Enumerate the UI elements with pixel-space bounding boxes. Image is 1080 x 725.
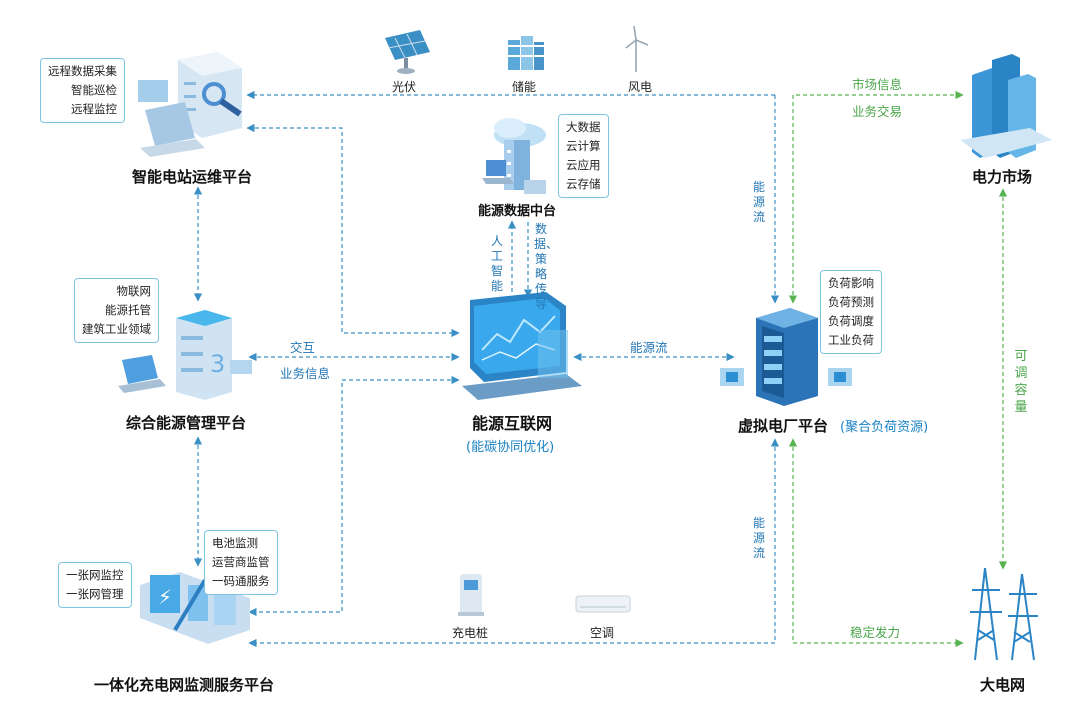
svg-text:⚡: ⚡ xyxy=(158,585,172,609)
svg-text:3: 3 xyxy=(210,350,225,378)
solar-caption: 光伏 xyxy=(392,80,417,94)
grid-title: 大电网 xyxy=(980,676,1026,694)
city-buildings-icon xyxy=(960,54,1052,158)
energy-mgmt-box: 物联网 能源托管 建筑工业领域 xyxy=(74,278,159,343)
line-bottom xyxy=(248,438,780,648)
stable-power-label: 稳定发力 xyxy=(850,625,901,640)
data-center-box: 大数据 云计算 云应用 云存储 xyxy=(558,114,609,198)
energy-internet-icon xyxy=(462,292,582,400)
storage-icon xyxy=(508,36,544,70)
wind-caption: 风电 xyxy=(628,80,653,94)
storage-caption: 储能 xyxy=(512,80,537,94)
business-info-label: 业务信息 xyxy=(280,366,331,381)
energy-internet-subtitle: (能碳协同优化) xyxy=(466,440,555,455)
adjustable-capacity-label: 可调容量 xyxy=(1014,349,1028,415)
vpp-server-icon xyxy=(720,308,852,406)
energy-mgmt-item: 建筑工业领域 xyxy=(82,322,151,336)
energy-mgmt-item: 能源托管 xyxy=(105,303,151,317)
station-ops-box: 远程数据采集 智能巡检 远程监控 xyxy=(40,58,125,123)
data-center-item: 云计算 xyxy=(566,139,601,153)
line-station-internet xyxy=(246,123,460,338)
business-trade-label: 业务交易 xyxy=(852,104,903,119)
data-center-item: 大数据 xyxy=(566,120,601,134)
data-center-item: 云存储 xyxy=(566,177,601,191)
vpp-item: 工业负荷 xyxy=(828,333,874,347)
energy-flow-vertical-bottom: 能源流 xyxy=(752,516,765,560)
charging-pile-icon xyxy=(458,574,484,616)
data-center-icon xyxy=(482,118,546,194)
charging-box: 电池监测 运营商监管 一码通服务 xyxy=(204,530,278,595)
transmission-tower-icon xyxy=(970,567,1038,661)
vpp-subtitle: (聚合负荷资源) xyxy=(840,420,929,435)
energy-internet-title: 能源互联网 xyxy=(472,414,553,433)
data-center-title: 能源数据中台 xyxy=(478,204,557,219)
charging-pile-caption: 充电桩 xyxy=(452,626,489,640)
charging-title: 一体化充电网监测服务平台 xyxy=(94,676,275,694)
energy-mgmt-icon: 3 xyxy=(118,310,252,400)
data-strategy-label: 数据、策略传导 xyxy=(534,222,559,311)
air-conditioner-caption: 空调 xyxy=(590,626,615,640)
vpp-box: 负荷影响 负荷预测 负荷调度 工业负荷 xyxy=(820,270,882,354)
market-info-label: 市场信息 xyxy=(852,77,903,92)
energy-mgmt-title: 综合能源管理平台 xyxy=(126,414,247,432)
market-title: 电力市场 xyxy=(972,168,1033,186)
station-ops-title: 智能电站运维平台 xyxy=(132,168,253,186)
station-ops-item: 智能巡检 xyxy=(71,83,117,97)
line-market xyxy=(788,90,964,304)
energy-flow-label: 能源流 xyxy=(630,340,668,355)
data-center-item: 云应用 xyxy=(566,158,601,172)
station-ops-item: 远程监控 xyxy=(71,102,117,116)
station-ops-item: 远程数据采集 xyxy=(48,64,117,78)
air-conditioner-icon xyxy=(575,595,631,613)
charging-left-item: 一张网监控 xyxy=(66,568,124,582)
vpp-title: 虚拟电厂平台 xyxy=(738,417,829,435)
charging-item: 一码通服务 xyxy=(212,574,270,588)
vpp-item: 负荷预测 xyxy=(828,295,874,309)
charging-item: 运营商监管 xyxy=(212,555,270,569)
energy-mgmt-item: 物联网 xyxy=(116,284,152,298)
vpp-item: 负荷影响 xyxy=(828,276,874,290)
charging-item: 电池监测 xyxy=(212,536,258,550)
line-internet-charging xyxy=(248,375,460,617)
charging-left-box: 一张网监控 一张网管理 xyxy=(58,562,132,608)
solar-panel-icon xyxy=(385,30,430,74)
ai-label: 人工智能 xyxy=(490,234,503,293)
station-ops-icon xyxy=(138,52,242,157)
charging-left-item: 一张网管理 xyxy=(66,587,124,601)
energy-flow-vertical-top: 能源流 xyxy=(752,180,765,224)
wind-turbine-icon xyxy=(625,25,649,72)
vpp-item: 负荷调度 xyxy=(828,314,874,328)
line-grid xyxy=(788,438,964,648)
interact-label: 交互 xyxy=(290,340,316,355)
